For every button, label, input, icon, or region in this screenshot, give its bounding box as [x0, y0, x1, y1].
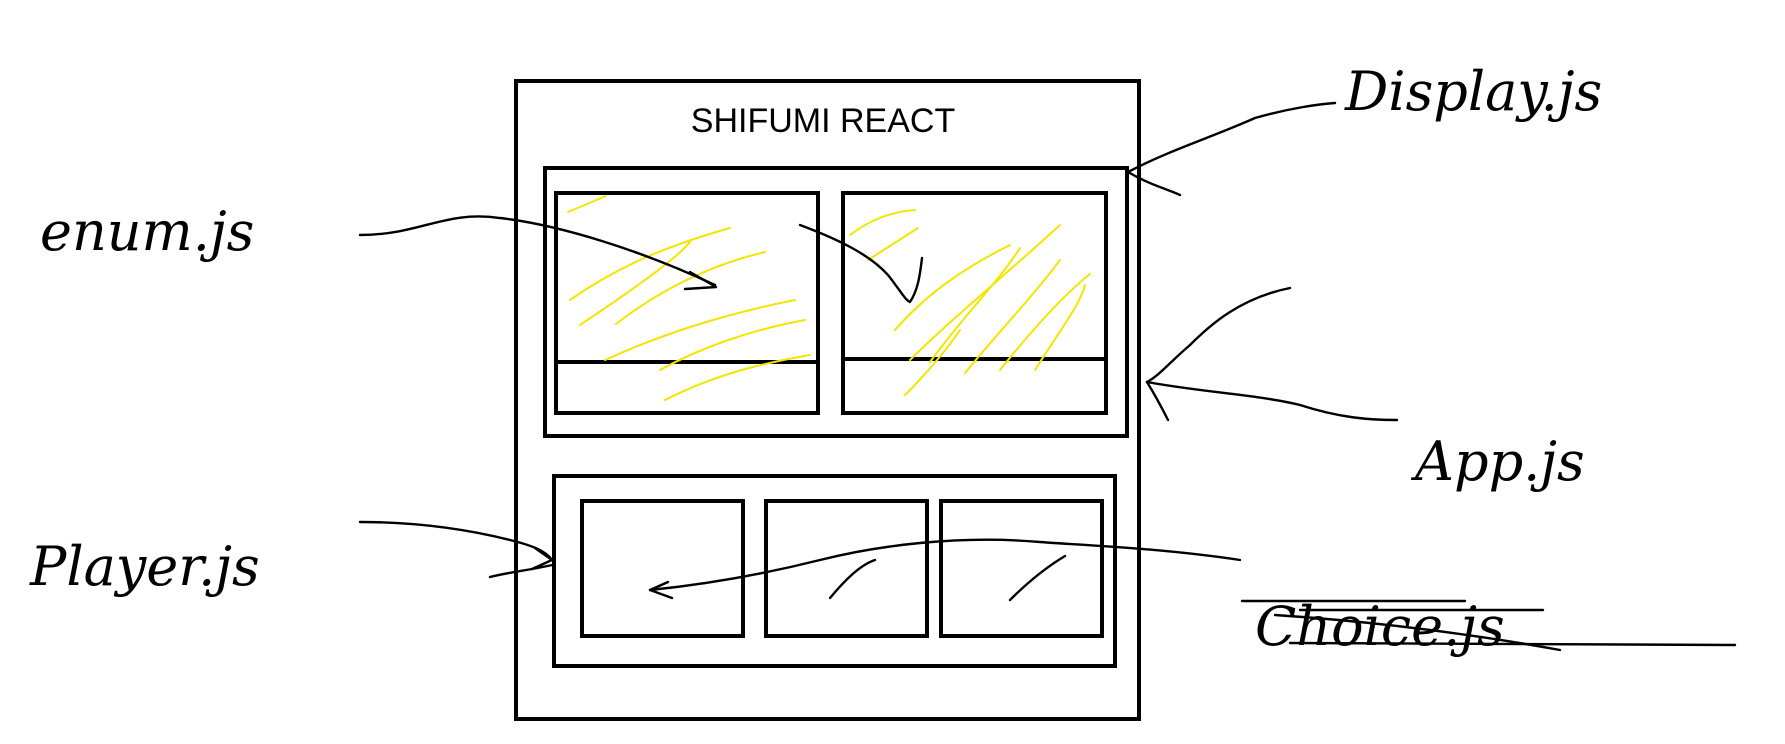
- app-label: App.js: [1410, 430, 1585, 493]
- display-card-right: [841, 191, 1108, 415]
- enum-label: enum.js: [40, 200, 254, 263]
- choice-label: Choice.js: [1255, 595, 1505, 658]
- player-arrow: [358, 520, 554, 579]
- choice-label-strikethrough: [1240, 599, 1737, 652]
- choice-card-3: [939, 499, 1104, 638]
- choice-card-2: [764, 499, 929, 638]
- display-card-left: [554, 191, 820, 415]
- app-title: SHIFUMI REACT: [691, 102, 955, 140]
- app-arrow: [1145, 286, 1399, 422]
- display-arrow: [1126, 101, 1337, 197]
- display-card-left-highlight: [567, 195, 811, 401]
- enum-arrow: [358, 215, 924, 304]
- app-container-box: [514, 79, 1141, 721]
- player-container-box: [552, 474, 1117, 668]
- player-label: Player.js: [29, 535, 260, 598]
- display-container-box: [543, 166, 1129, 438]
- choice-arrow: [648, 538, 1242, 602]
- display-card-right-highlight: [849, 209, 1091, 396]
- choice-card-1: [580, 499, 745, 638]
- display-label: Display.js: [1344, 60, 1602, 123]
